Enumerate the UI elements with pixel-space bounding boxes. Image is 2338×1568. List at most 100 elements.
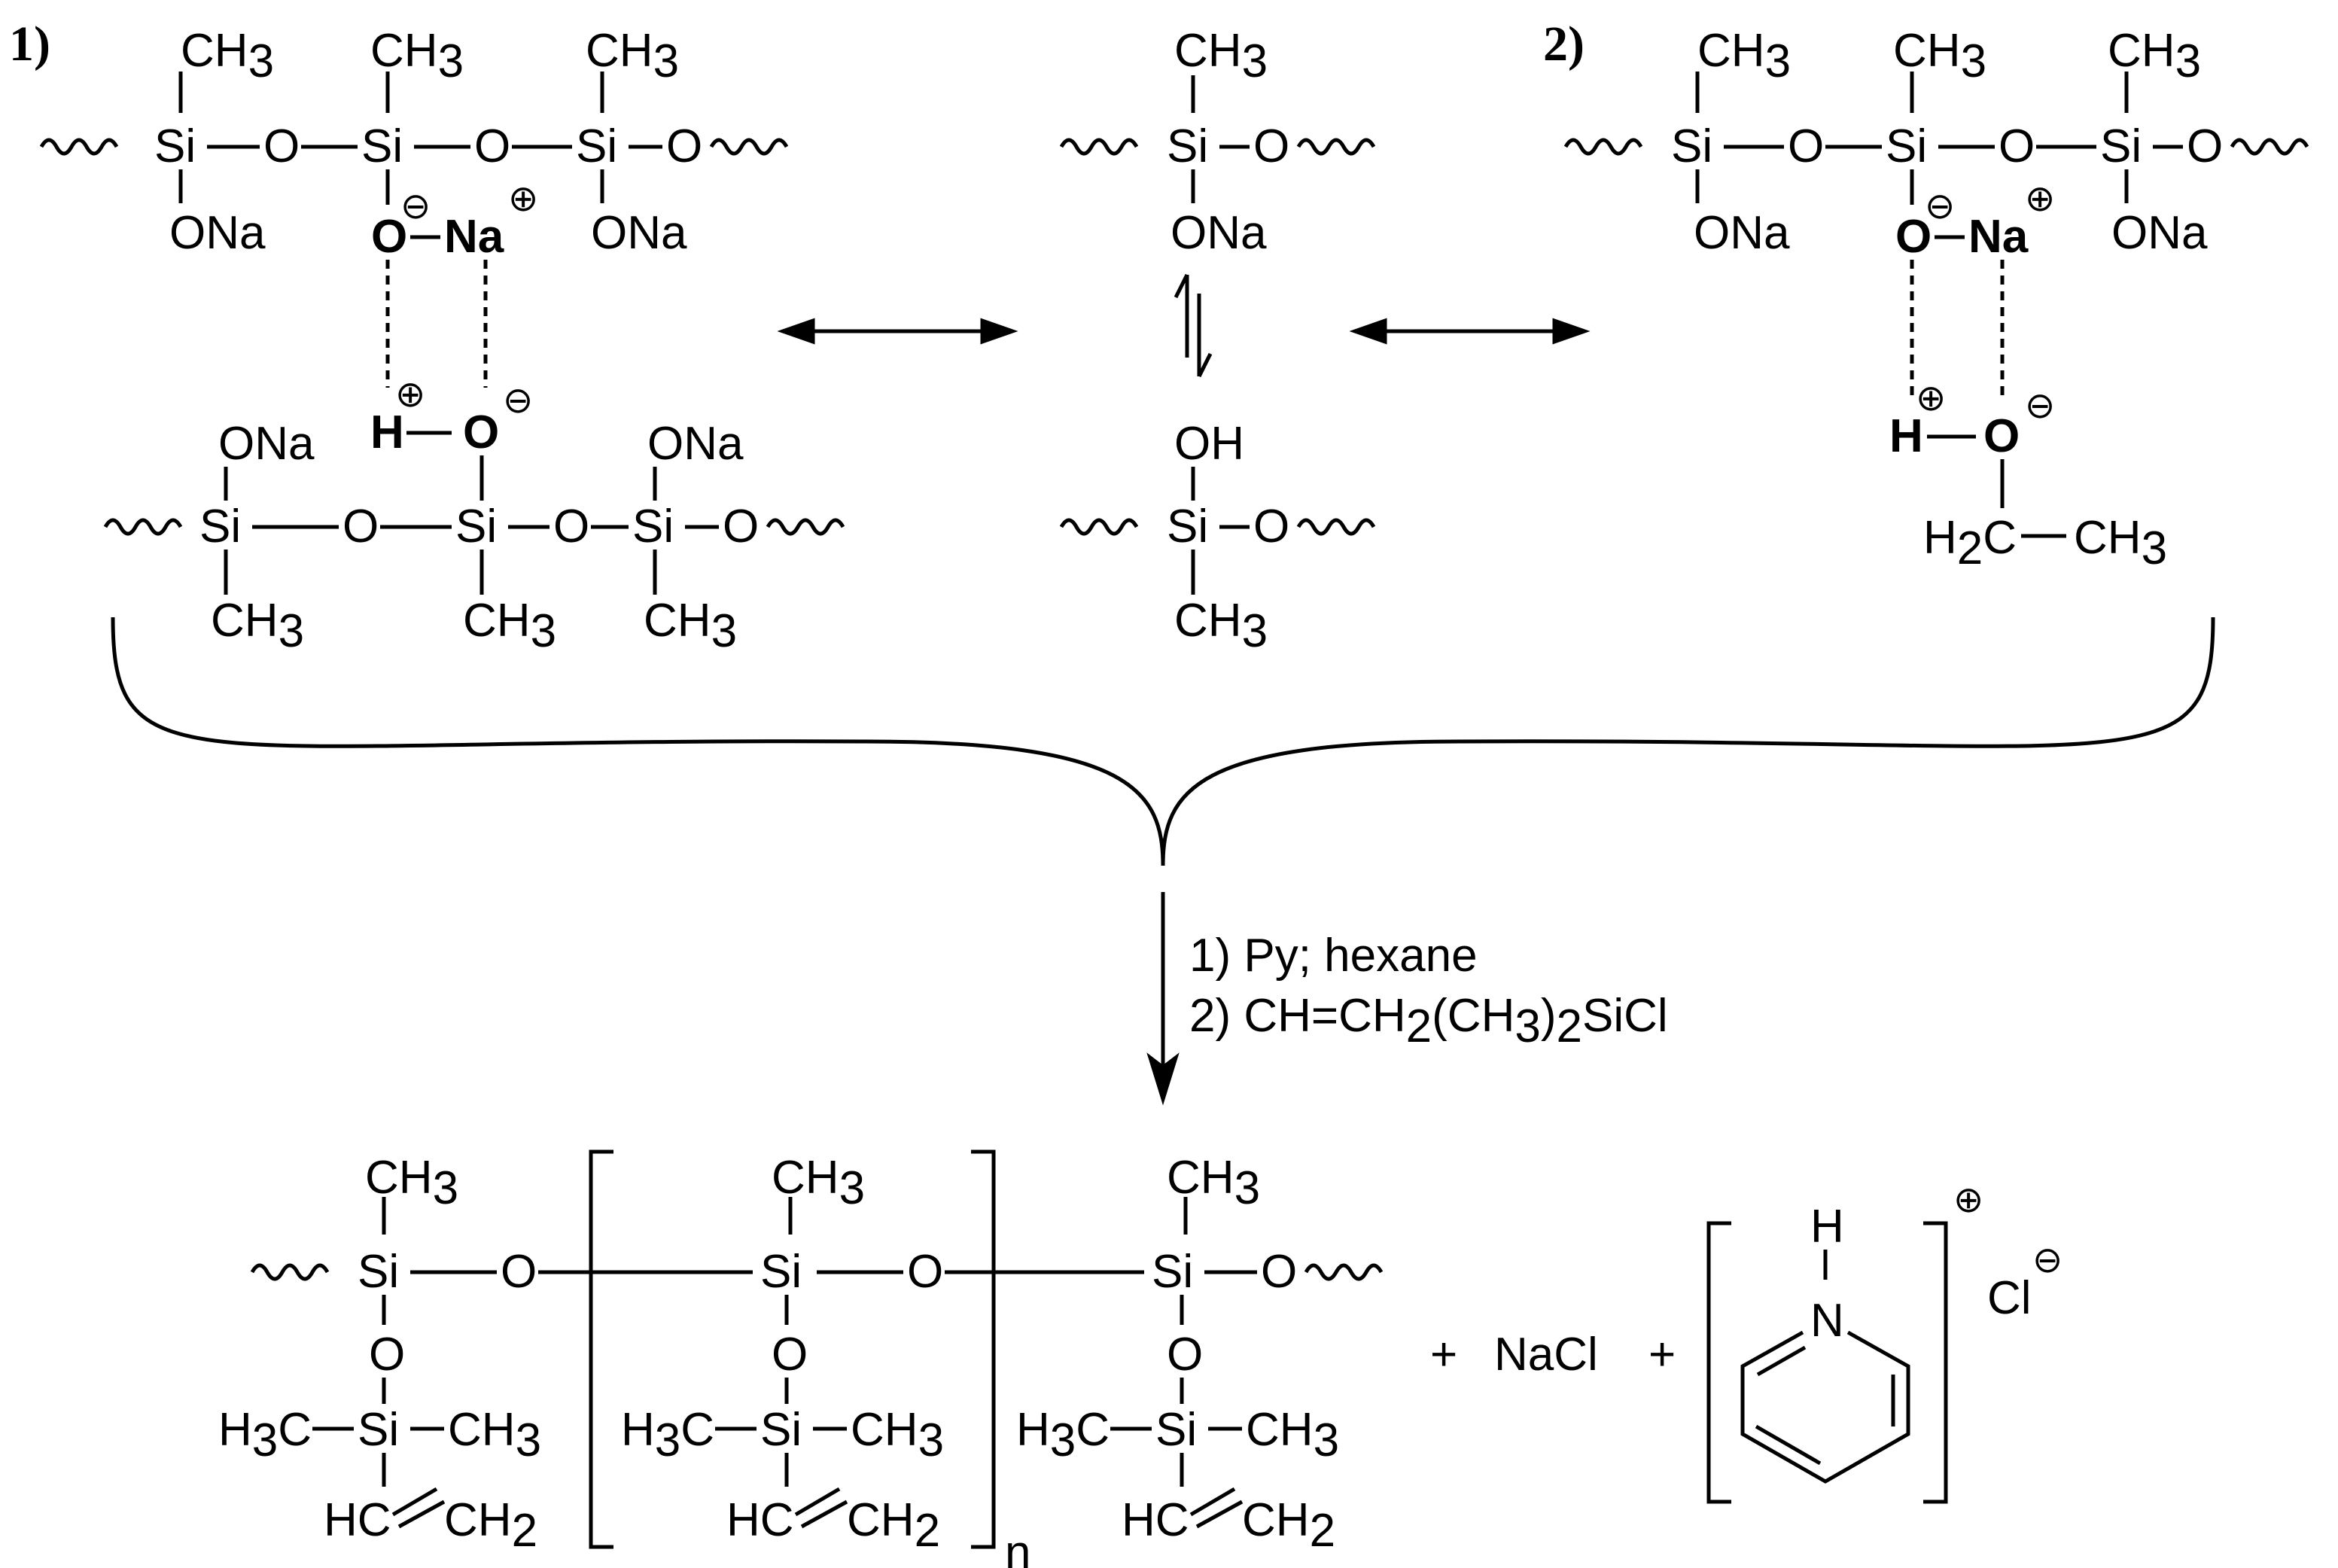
h3c-group: H3C xyxy=(1016,1404,1110,1466)
double-bond xyxy=(397,1499,446,1529)
reagent-step-1: 1) Py; hexane xyxy=(1189,930,1478,982)
plus-charge: ⊕ xyxy=(2025,179,2055,219)
ona-group: ONa xyxy=(169,207,266,259)
double-bond xyxy=(794,1487,841,1517)
wavy-bond xyxy=(1059,518,1139,536)
wavy-bond xyxy=(1296,138,1376,156)
vinyl-hc: HC xyxy=(726,1494,794,1546)
structure-1-upper-chain: Si O Si O Si O CH3 CH3 CH3 ONa ONa O ⊖ N… xyxy=(39,25,789,388)
ona-group: ONa xyxy=(1694,207,1790,259)
ch3-group: CH3 xyxy=(1697,25,1791,87)
o-atom: O xyxy=(501,1246,537,1298)
o-atom: O xyxy=(1253,501,1289,553)
ion-bracket-right xyxy=(1923,1221,1948,1504)
vinyl-ch2: CH2 xyxy=(1242,1494,1335,1557)
si-atom: Si xyxy=(760,1246,802,1298)
double-bond xyxy=(1755,1424,1822,1466)
double-bond xyxy=(1756,1345,1807,1377)
ch3-group: CH3 xyxy=(1893,25,1986,87)
o-atom: O xyxy=(369,1329,405,1381)
o-atom: O xyxy=(723,501,759,553)
scheme-label-1: 1) xyxy=(9,17,50,72)
double-bond xyxy=(800,1499,848,1529)
ch3-group: CH3 xyxy=(1246,1404,1339,1466)
o-anion: O xyxy=(1983,410,2020,462)
resonance-arrow-right xyxy=(1349,318,1591,345)
ch3-group: CH3 xyxy=(586,25,679,87)
ch3-group: CH3 xyxy=(1174,595,1268,657)
na-cation: Na xyxy=(1968,211,2029,263)
chloride-ion: Cl xyxy=(1987,1272,2032,1324)
ch3-group: CH3 xyxy=(448,1404,541,1466)
plus-charge: ⊕ xyxy=(508,179,538,219)
si-atom: Si xyxy=(1155,1404,1197,1456)
ch3-group: CH3 xyxy=(851,1404,944,1466)
nacl-byproduct: NaCl xyxy=(1494,1329,1598,1381)
n-hydrogen: H xyxy=(1810,1201,1844,1253)
vinyl-ch2: CH2 xyxy=(444,1494,537,1557)
ch3-group: CH3 xyxy=(2074,512,2167,574)
plus-charge: ⊕ xyxy=(1953,1180,1983,1220)
ch3-group: CH3 xyxy=(2108,25,2201,87)
o-atom: O xyxy=(263,120,300,172)
o-atom: O xyxy=(1788,120,1824,172)
plus-sign: + xyxy=(1648,1329,1676,1381)
double-bond xyxy=(391,1487,438,1517)
wavy-bond xyxy=(250,1263,330,1281)
wavy-bond xyxy=(709,138,789,156)
si-atom: Si xyxy=(361,120,403,172)
plus-sign: + xyxy=(1430,1329,1457,1381)
h-cation: H xyxy=(370,406,404,458)
pyridine-ring xyxy=(1740,1330,1910,1484)
vinyl-hc: HC xyxy=(324,1494,391,1546)
plus-charge: ⊕ xyxy=(395,375,425,415)
reagent-step-2: 2) CH=CH2(CH3)2SiCl xyxy=(1189,990,1668,1052)
na-cation: Na xyxy=(444,211,504,263)
ch3-group: CH3 xyxy=(463,595,556,657)
si-atom: Si xyxy=(1167,120,1208,172)
repeat-count: n xyxy=(1005,1527,1030,1568)
o-atom: O xyxy=(1999,120,2035,172)
center-silanol: OH Si O CH3 xyxy=(1059,418,1376,657)
product-polymer: CH3 Si O O H3C Si CH3 HC CH2 CH3 Si O O … xyxy=(218,1149,1384,1568)
pyridinium-chloride: H N ⊕ Cl ⊖ xyxy=(1706,1180,2062,1504)
ch3-group: CH3 xyxy=(772,1152,865,1214)
ona-group: ONa xyxy=(1171,207,1267,259)
minus-charge: ⊖ xyxy=(400,187,431,227)
n-atom: N xyxy=(1810,1295,1844,1347)
wavy-bond xyxy=(1296,518,1376,536)
minus-charge: ⊖ xyxy=(1925,187,1955,227)
ch3-group: CH3 xyxy=(365,1152,458,1214)
o-atom: O xyxy=(666,120,702,172)
si-atom: Si xyxy=(1167,501,1208,553)
minus-charge: ⊖ xyxy=(2025,386,2055,426)
si-atom: Si xyxy=(632,501,674,553)
scheme-label-2: 2) xyxy=(1543,17,1585,72)
structure-2-chain: Si O Si O Si O CH3 CH3 CH3 ONa ONa O ⊖ N… xyxy=(1563,25,2309,574)
si-atom: Si xyxy=(1671,120,1712,172)
minus-charge: ⊖ xyxy=(2032,1241,2062,1280)
si-atom: Si xyxy=(154,120,196,172)
ion-bracket-left xyxy=(1706,1221,1731,1504)
h3c-group: H3C xyxy=(218,1404,312,1466)
o-anion: O xyxy=(371,211,407,263)
o-atom: O xyxy=(553,501,589,553)
ona-group: ONa xyxy=(647,418,744,470)
double-bond xyxy=(1195,1499,1244,1529)
ona-group: ONa xyxy=(218,418,315,470)
ethyl-h2c: H2C xyxy=(1923,512,2017,574)
si-atom: Si xyxy=(760,1404,802,1456)
wavy-bond xyxy=(39,138,119,156)
resonance-arrow-left xyxy=(777,318,1018,345)
structure-1-lower-chain: H ⊕ O ⊖ ONa ONa Si O Si O Si O CH3 CH3 C… xyxy=(103,375,845,657)
wavy-bond xyxy=(1304,1263,1384,1281)
ch3-group: CH3 xyxy=(1174,25,1268,87)
equilibrium-arrows xyxy=(1174,273,1213,378)
o-atom: O xyxy=(907,1246,943,1298)
o-atom: O xyxy=(1261,1246,1297,1298)
ona-group: ONa xyxy=(591,207,687,259)
ch3-group: CH3 xyxy=(370,25,464,87)
ch3-group: CH3 xyxy=(644,595,737,657)
ona-group: ONa xyxy=(2111,207,2208,259)
